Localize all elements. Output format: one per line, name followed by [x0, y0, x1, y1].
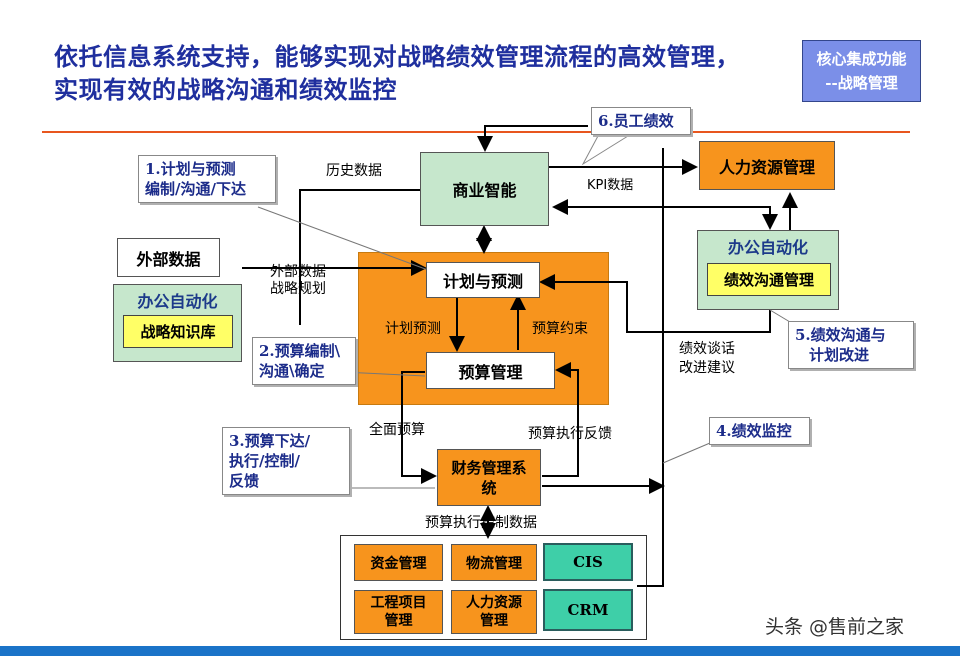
core-badge-line-1: 核心集成功能 [816, 50, 907, 68]
callout-2-text-2: 沟通\确定 [259, 362, 325, 380]
bi-label: 商业智能 [452, 181, 517, 200]
core-function-badge: 核心集成功能 --战略管理 [802, 40, 921, 102]
project-label-line-1: 工程项目 [370, 595, 427, 611]
edge-label-history-data: 历史数据 [326, 163, 382, 179]
edge-label-external-line-2: 战略规划 [270, 281, 326, 297]
title-divider [42, 131, 910, 133]
budget-mgmt-box: 预算管理 [426, 352, 555, 389]
callout-3-text-3: 反馈 [229, 472, 260, 490]
capital-mgmt-box: 资金管理 [354, 544, 443, 581]
callout-3-text-1: 预算下达/ [244, 432, 311, 450]
callout-2: 2.预算编制\ 沟通\确定 [252, 337, 356, 385]
title-line-2: 实现有效的战略沟通和绩效监控 [54, 75, 397, 104]
callout-6-num: 6. [598, 112, 614, 130]
finance-system-box: 财务管理系 统 [437, 449, 541, 506]
edge-label-perf-talk: 绩效谈话 改进建议 [679, 340, 735, 378]
callout-5: 5.绩效沟通与 计划改进 [788, 321, 914, 369]
page-title: 依托信息系统支持，能够实现对战略绩效管理流程的高效管理， 实现有效的战略沟通和绩… [54, 40, 799, 106]
callout-2-text-1: 预算编制\ [274, 342, 341, 360]
crm-label: CRM [567, 601, 609, 619]
oa-right-title: 办公自动化 [727, 238, 808, 257]
hr-resource-label-line-1: 人力资源 [466, 595, 522, 611]
edge-label-budget-constraint: 预算约束 [532, 321, 588, 337]
callout-1-text-2: 编制/沟通/下达 [145, 180, 246, 198]
title-line-1: 依托信息系统支持，能够实现对战略绩效管理流程的高效管理， [54, 42, 740, 71]
project-label-line-2: 管理 [384, 613, 413, 629]
business-intelligence-box: 商业智能 [420, 152, 549, 226]
callout-5-num: 5. [795, 326, 811, 344]
cis-label: CIS [573, 553, 603, 571]
callout-1-text-1: 计划与预测 [160, 160, 236, 178]
hr-management-box: 人力资源管理 [699, 141, 835, 190]
edge-label-kpi-data: KPI数据 [587, 178, 634, 193]
logistics-mgmt-box: 物流管理 [451, 544, 537, 581]
edge-label-full-budget: 全面预算 [369, 422, 425, 438]
budget-mgmt-label: 预算管理 [458, 362, 523, 382]
strategy-kb-label: 战略知识库 [140, 323, 216, 341]
callout-4-num: 4. [716, 422, 732, 440]
cis-box: CIS [543, 543, 633, 581]
edge-label-external-strategy: 外部数据 战略规划 [270, 264, 326, 298]
callout-5-text-1: 绩效沟通与 [810, 326, 886, 344]
finance-label-line-2: 统 [481, 478, 497, 497]
crm-box: CRM [543, 589, 633, 631]
plan-forecast-box: 计划与预测 [426, 262, 540, 298]
edge-label-external-line-1: 外部数据 [270, 264, 326, 280]
external-data-box: 外部数据 [117, 238, 220, 277]
hr-management-label: 人力资源管理 [718, 157, 815, 177]
callout-4: 4.绩效监控 [709, 417, 810, 445]
edge-label-perf-talk-line-2: 改进建议 [679, 360, 735, 376]
callout-5-text-2: 计划改进 [809, 346, 870, 364]
callout-2-num: 2. [259, 342, 275, 360]
watermark: 头条 @售前之家 [765, 616, 905, 638]
core-badge-line-2: --战略管理 [825, 74, 898, 92]
bottom-bar [0, 646, 960, 656]
hr-resource-mgmt-box: 人力资源 管理 [451, 590, 537, 634]
perf-comm-box: 绩效沟通管理 [707, 263, 831, 296]
callout-6-text-1: 员工绩效 [613, 112, 674, 130]
callout-3: 3.预算下达/ 执行/控制/ 反馈 [222, 427, 350, 495]
hr-resource-label-line-2: 管理 [480, 613, 508, 629]
callout-3-text-2: 执行/控制/ [229, 452, 300, 470]
plan-forecast-label: 计划与预测 [442, 272, 523, 291]
edge-label-plan-forecast: 计划预测 [385, 321, 441, 337]
callout-1-num: 1. [145, 160, 161, 178]
oa-left-title: 办公自动化 [137, 292, 218, 311]
perf-comm-label: 绩效沟通管理 [723, 271, 814, 289]
finance-label-line-1: 财务管理系 [451, 458, 527, 477]
callout-1: 1.计划与预测 编制/沟通/下达 [138, 155, 276, 203]
logistics-label: 物流管理 [466, 555, 522, 572]
edge-label-budget-control-data: 预算执行控制数据 [425, 515, 537, 531]
strategy-kb-box: 战略知识库 [123, 315, 233, 348]
callout-4-text-1: 绩效监控 [731, 422, 792, 440]
project-mgmt-box: 工程项目 管理 [354, 590, 443, 634]
edge-label-budget-feedback: 预算执行反馈 [528, 426, 612, 442]
callout-3-num: 3. [229, 432, 245, 450]
external-data-label: 外部数据 [136, 249, 201, 269]
capital-label: 资金管理 [370, 555, 427, 572]
edge-label-perf-talk-line-1: 绩效谈话 [679, 341, 735, 357]
callout-6: 6.员工绩效 [591, 107, 691, 135]
